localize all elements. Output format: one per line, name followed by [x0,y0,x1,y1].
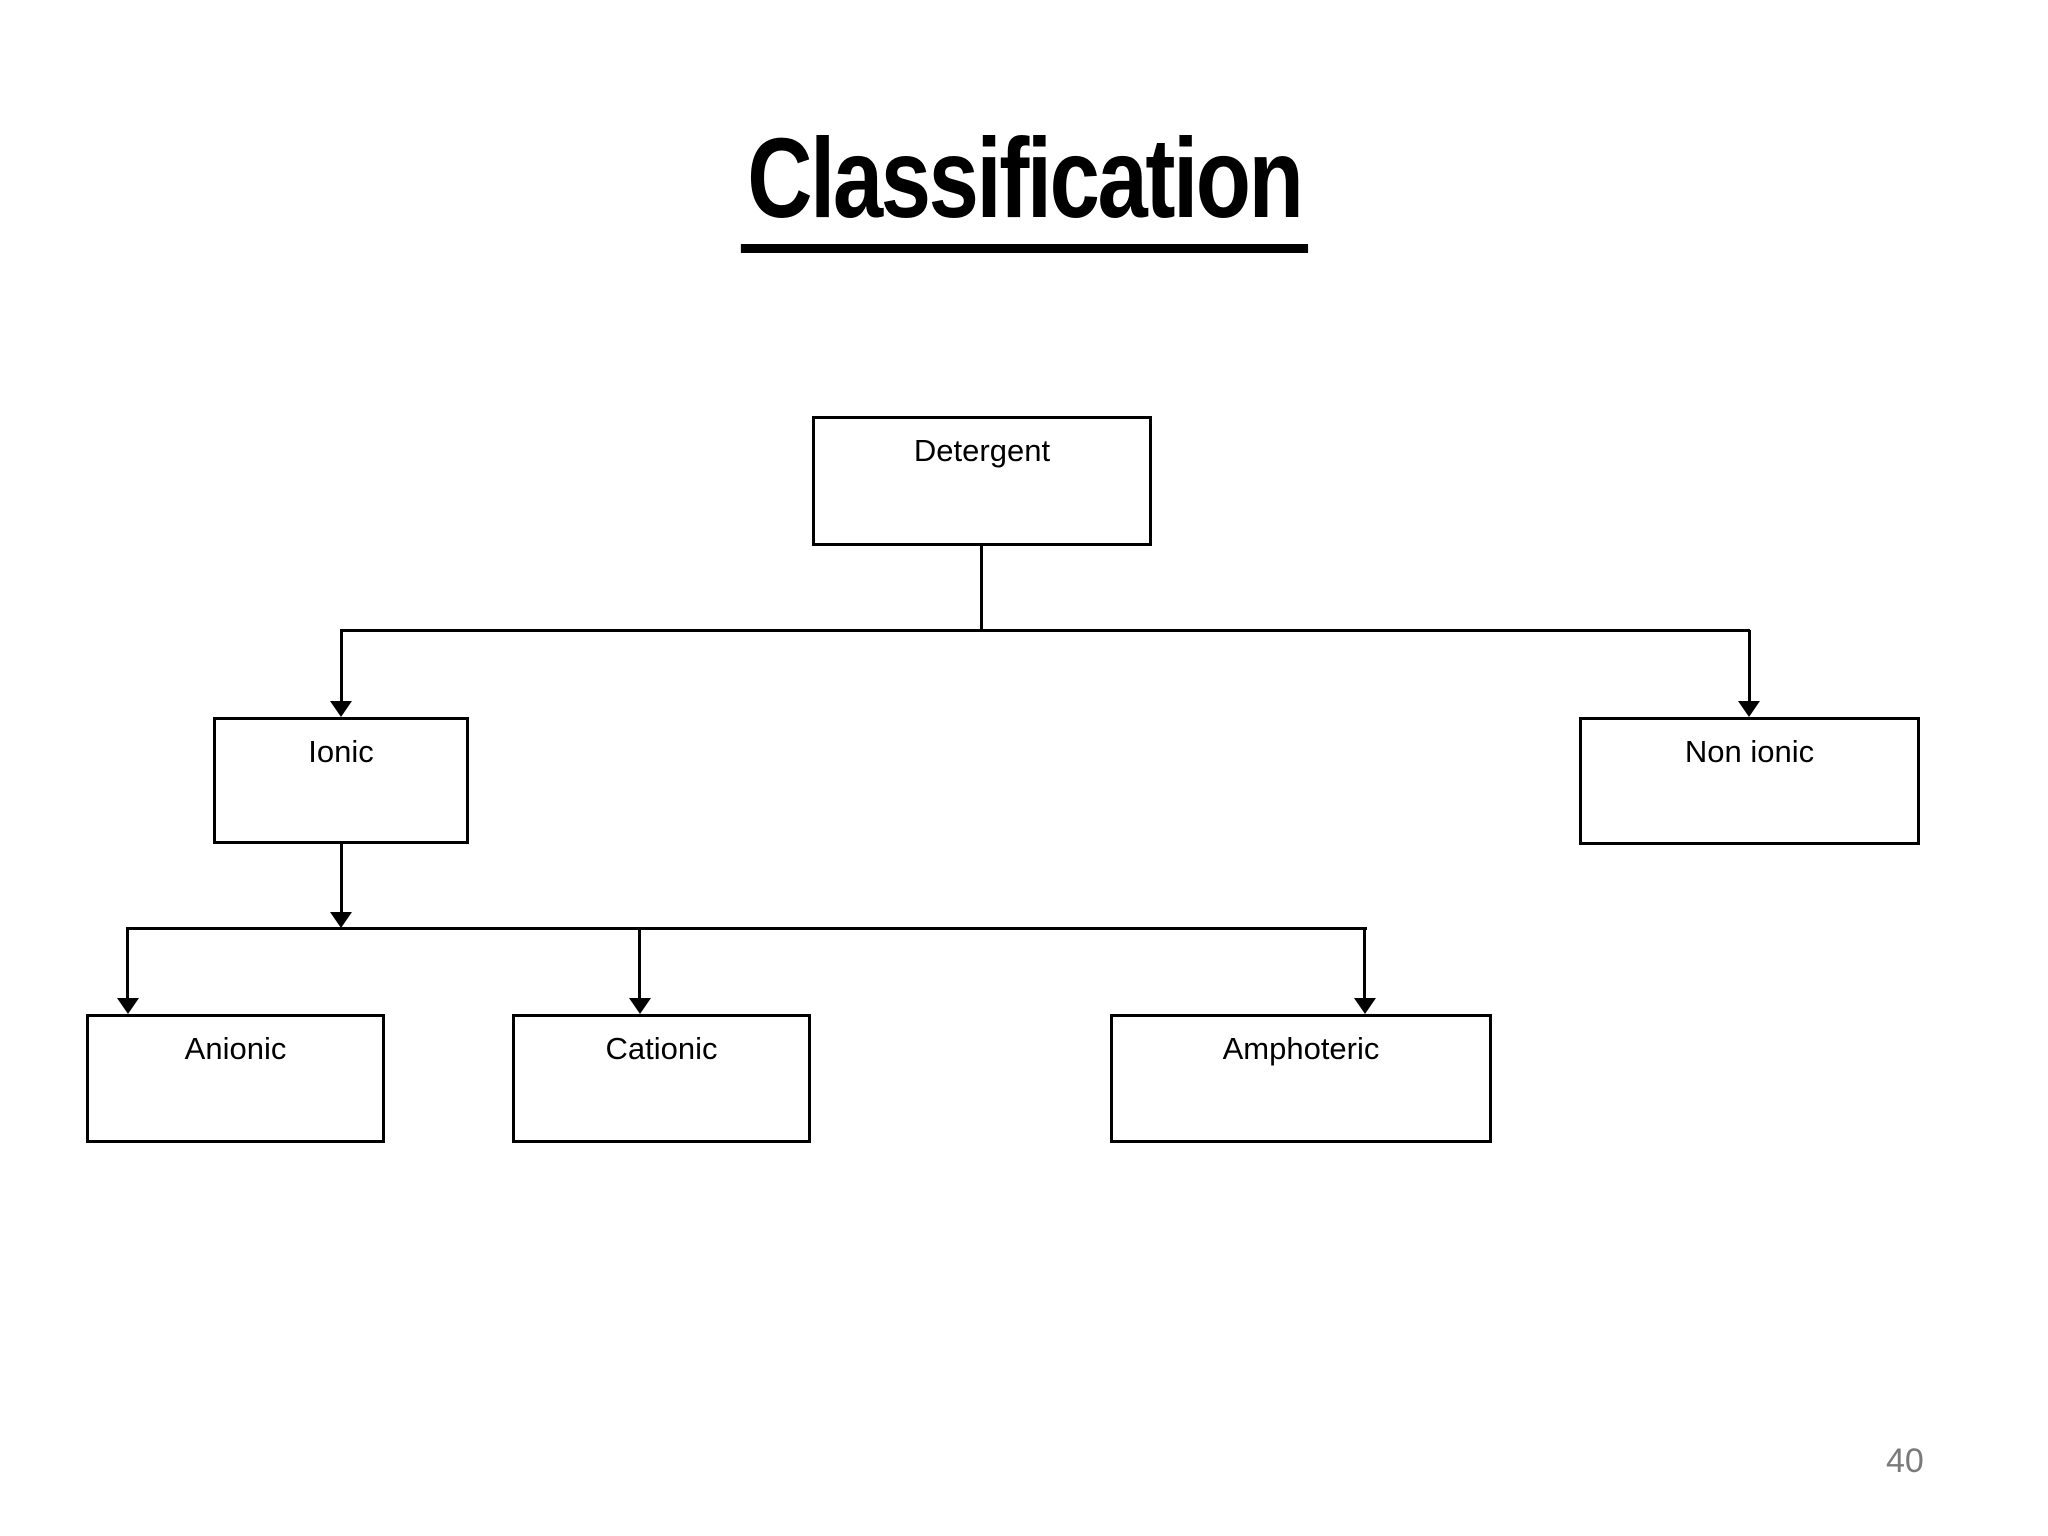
node-cationic-label: Cationic [605,1031,718,1066]
node-ionic-label: Ionic [308,734,374,769]
arrow-down-icon-ionic [330,701,352,717]
node-ionic: Ionic [213,717,469,844]
node-amphoteric: Amphoteric [1110,1014,1492,1143]
arrow-down-icon-ionic-stem [330,912,352,928]
slide-title: Classification [740,122,1308,253]
title-container: Classification [0,122,2048,253]
connector-ionic-stem [340,843,343,913]
connector-drop-non-ionic [1748,630,1751,703]
page-number: 40 [1886,1442,1924,1480]
connector-level2-crossbar [126,927,1367,930]
arrow-down-icon-cationic [629,998,651,1014]
node-anionic: Anionic [86,1014,385,1143]
node-non-ionic: Non ionic [1579,717,1920,845]
node-non-ionic-label: Non ionic [1684,734,1815,769]
connector-drop-amphoteric [1363,929,1366,1000]
connector-detergent-stem [980,546,983,632]
arrow-down-icon-amphoteric [1354,998,1376,1014]
connector-drop-cationic [638,929,641,1000]
node-anionic-label: Anionic [184,1031,287,1066]
arrow-down-icon-non-ionic [1738,701,1760,717]
node-detergent-label: Detergent [913,433,1051,468]
connector-drop-anionic [126,929,129,1000]
connector-level1-crossbar [340,629,1750,632]
node-cationic: Cationic [512,1014,811,1143]
node-detergent: Detergent [812,416,1152,546]
connector-drop-ionic [340,630,343,703]
arrow-down-icon-anionic [117,998,139,1014]
node-amphoteric-label: Amphoteric [1222,1031,1380,1066]
